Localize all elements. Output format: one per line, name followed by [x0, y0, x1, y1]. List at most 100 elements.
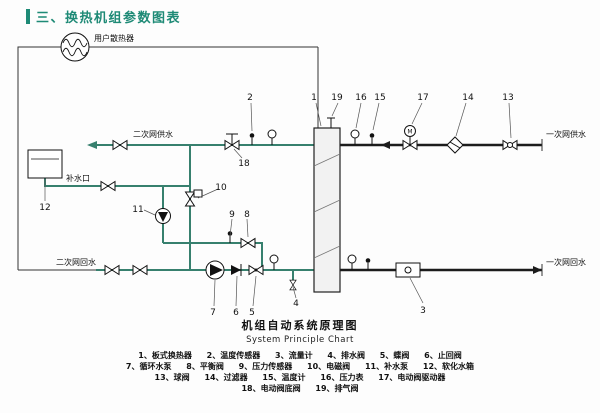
legend-item-4: 4、排水阀	[327, 351, 365, 360]
circulating-pump-rotor	[210, 264, 223, 276]
callout-8: 8	[244, 210, 250, 220]
supply-pressure-gauge	[267, 129, 277, 146]
legend-item-8: 8、平衡阀	[186, 362, 224, 371]
makeup-valve	[100, 181, 116, 191]
callout-2: 2	[247, 93, 253, 103]
circulating-pump-7	[205, 260, 225, 280]
callout-13: 13	[502, 93, 513, 103]
primary-supply-arrow	[381, 141, 390, 149]
legend-item-1: 1、板式换热器	[138, 351, 192, 360]
supply-shutoff-valve	[112, 140, 128, 150]
softened-water-tank	[27, 149, 63, 179]
makeup-pump-11	[155, 208, 171, 224]
component-legend: 1、板式换热器 2、温度传感器 3、流量计 4、排水阀 5、蝶阀 6、止回阀 7…	[0, 350, 600, 394]
radiator-coil-top	[62, 38, 88, 48]
heat-exchanger-plate-line	[313, 153, 341, 167]
drain-valve-4	[289, 270, 297, 291]
legend-item-9: 9、压力传感器	[238, 362, 293, 371]
drain-valve-body	[289, 279, 297, 291]
ball-valve-13	[502, 140, 518, 150]
callout-12: 12	[39, 203, 50, 213]
callout-14: 14	[462, 93, 474, 103]
primary-return-arrow	[533, 266, 542, 274]
butterfly-valve-5	[248, 265, 264, 275]
radiator-loop-pipes	[17, 46, 319, 271]
caption-english: System Principle Chart	[246, 335, 354, 345]
thermometer-15	[369, 132, 375, 146]
legend-item-5: 5、蝶阀	[379, 351, 410, 360]
return-shutoff-valve-2	[132, 265, 148, 275]
callout-10: 10	[215, 183, 227, 193]
label-secondary-return: 二次网回水	[56, 257, 96, 267]
temperature-sensor-2	[249, 132, 255, 146]
legend-row-2: 7、循环水泵 8、平衡阀 9、压力传感器 10、电磁阀 11、补水泵 12、软化…	[0, 361, 600, 372]
motor-letter: M	[407, 129, 412, 136]
solenoid-coil-box	[193, 189, 203, 198]
tank-body	[27, 149, 63, 179]
pipe-labels: 用户散热器 二次网供水 补水口 二次网回水 一次网供水 一次网回水	[56, 33, 586, 267]
flow-meter-3	[395, 262, 421, 278]
legend-item-18: 18、电动阀底阀	[241, 384, 301, 393]
label-secondary-supply: 二次网供水	[133, 129, 173, 139]
label-primary-supply: 一次网供水	[546, 129, 586, 139]
makeup-pump-rotor	[158, 212, 168, 222]
label-makeup-port: 补水口	[66, 173, 90, 183]
motor-valve-17: M	[402, 125, 418, 150]
callout-18: 18	[238, 159, 250, 169]
legend-row-4: 18、电动阀底阀 19、排气阀	[0, 383, 600, 394]
check-valve-disc	[231, 265, 241, 275]
radiator-coil-bottom	[62, 47, 88, 57]
callout-7: 7	[210, 308, 216, 318]
legend-item-15: 15、温度计	[262, 373, 306, 382]
caption-chinese: 机组自动系统原理图	[241, 319, 359, 332]
legend-item-11: 11、补水泵	[364, 362, 409, 371]
pressure-gauge-16	[350, 129, 360, 146]
check-valve-6	[231, 264, 242, 276]
callout-16: 16	[355, 93, 367, 103]
balance-valve-8	[240, 238, 256, 248]
primary-circuit-pipes	[340, 139, 543, 276]
callout-1: 1	[311, 93, 317, 103]
butterfly-valve-disc	[254, 268, 258, 272]
callout-numbers: 2 1 19 16 15 17 14 13 18 12 11 10 9 8 7 …	[39, 93, 513, 318]
flow-meter-dial	[404, 266, 412, 274]
legend-item-10: 10、电磁阀	[307, 362, 351, 371]
legend-item-3: 3、流量计	[275, 351, 313, 360]
callout-9: 9	[229, 210, 235, 220]
plate-heat-exchanger	[313, 117, 341, 293]
solenoid-valve-body	[185, 191, 195, 207]
label-primary-return: 一次网回水	[546, 257, 586, 267]
solenoid-valve-10	[185, 189, 203, 207]
title-accent-bar	[26, 9, 30, 24]
legend-item-17: 17、电动阀驱动器	[378, 373, 446, 382]
legend-item-13: 13、球阀	[154, 373, 190, 382]
legend-item-19: 19、排气阀	[315, 384, 359, 393]
return-pressure-gauge-primary	[347, 254, 357, 271]
electric-bottom-valve-18	[224, 133, 240, 150]
diagram-caption: 机组自动系统原理图 System Principle Chart	[0, 317, 600, 345]
legend-item-7: 7、循环水泵	[125, 362, 172, 371]
callout-15: 15	[374, 93, 385, 103]
legend-item-12: 12、软化水箱	[422, 362, 475, 371]
user-radiator	[60, 32, 90, 62]
callout-17: 17	[417, 93, 428, 103]
secondary-supply-arrow	[87, 141, 97, 149]
return-thermometer-primary	[365, 257, 371, 271]
legend-item-2: 2、温度传感器	[206, 351, 261, 360]
ball-valve-ball	[507, 142, 513, 148]
legend-item-14: 14、过滤器	[204, 373, 248, 382]
pressure-sensor-9	[227, 230, 233, 244]
legend-row-1: 1、板式换热器 2、温度传感器 3、流量计 4、排水阀 5、蝶阀 6、止回阀	[0, 350, 600, 361]
page-title: 三、换热机组参数图表	[36, 11, 182, 26]
pipe-radiator-left	[17, 46, 61, 270]
motor-actuator-circle	[404, 125, 416, 137]
heat-exchanger-plate-line	[313, 199, 341, 213]
radiator-circle	[60, 32, 90, 62]
callout-leaders	[44, 102, 512, 307]
filter-14	[446, 136, 464, 154]
filter-screen	[449, 141, 461, 149]
page-header: 三、换热机组参数图表	[26, 7, 181, 26]
callout-19: 19	[331, 93, 343, 103]
